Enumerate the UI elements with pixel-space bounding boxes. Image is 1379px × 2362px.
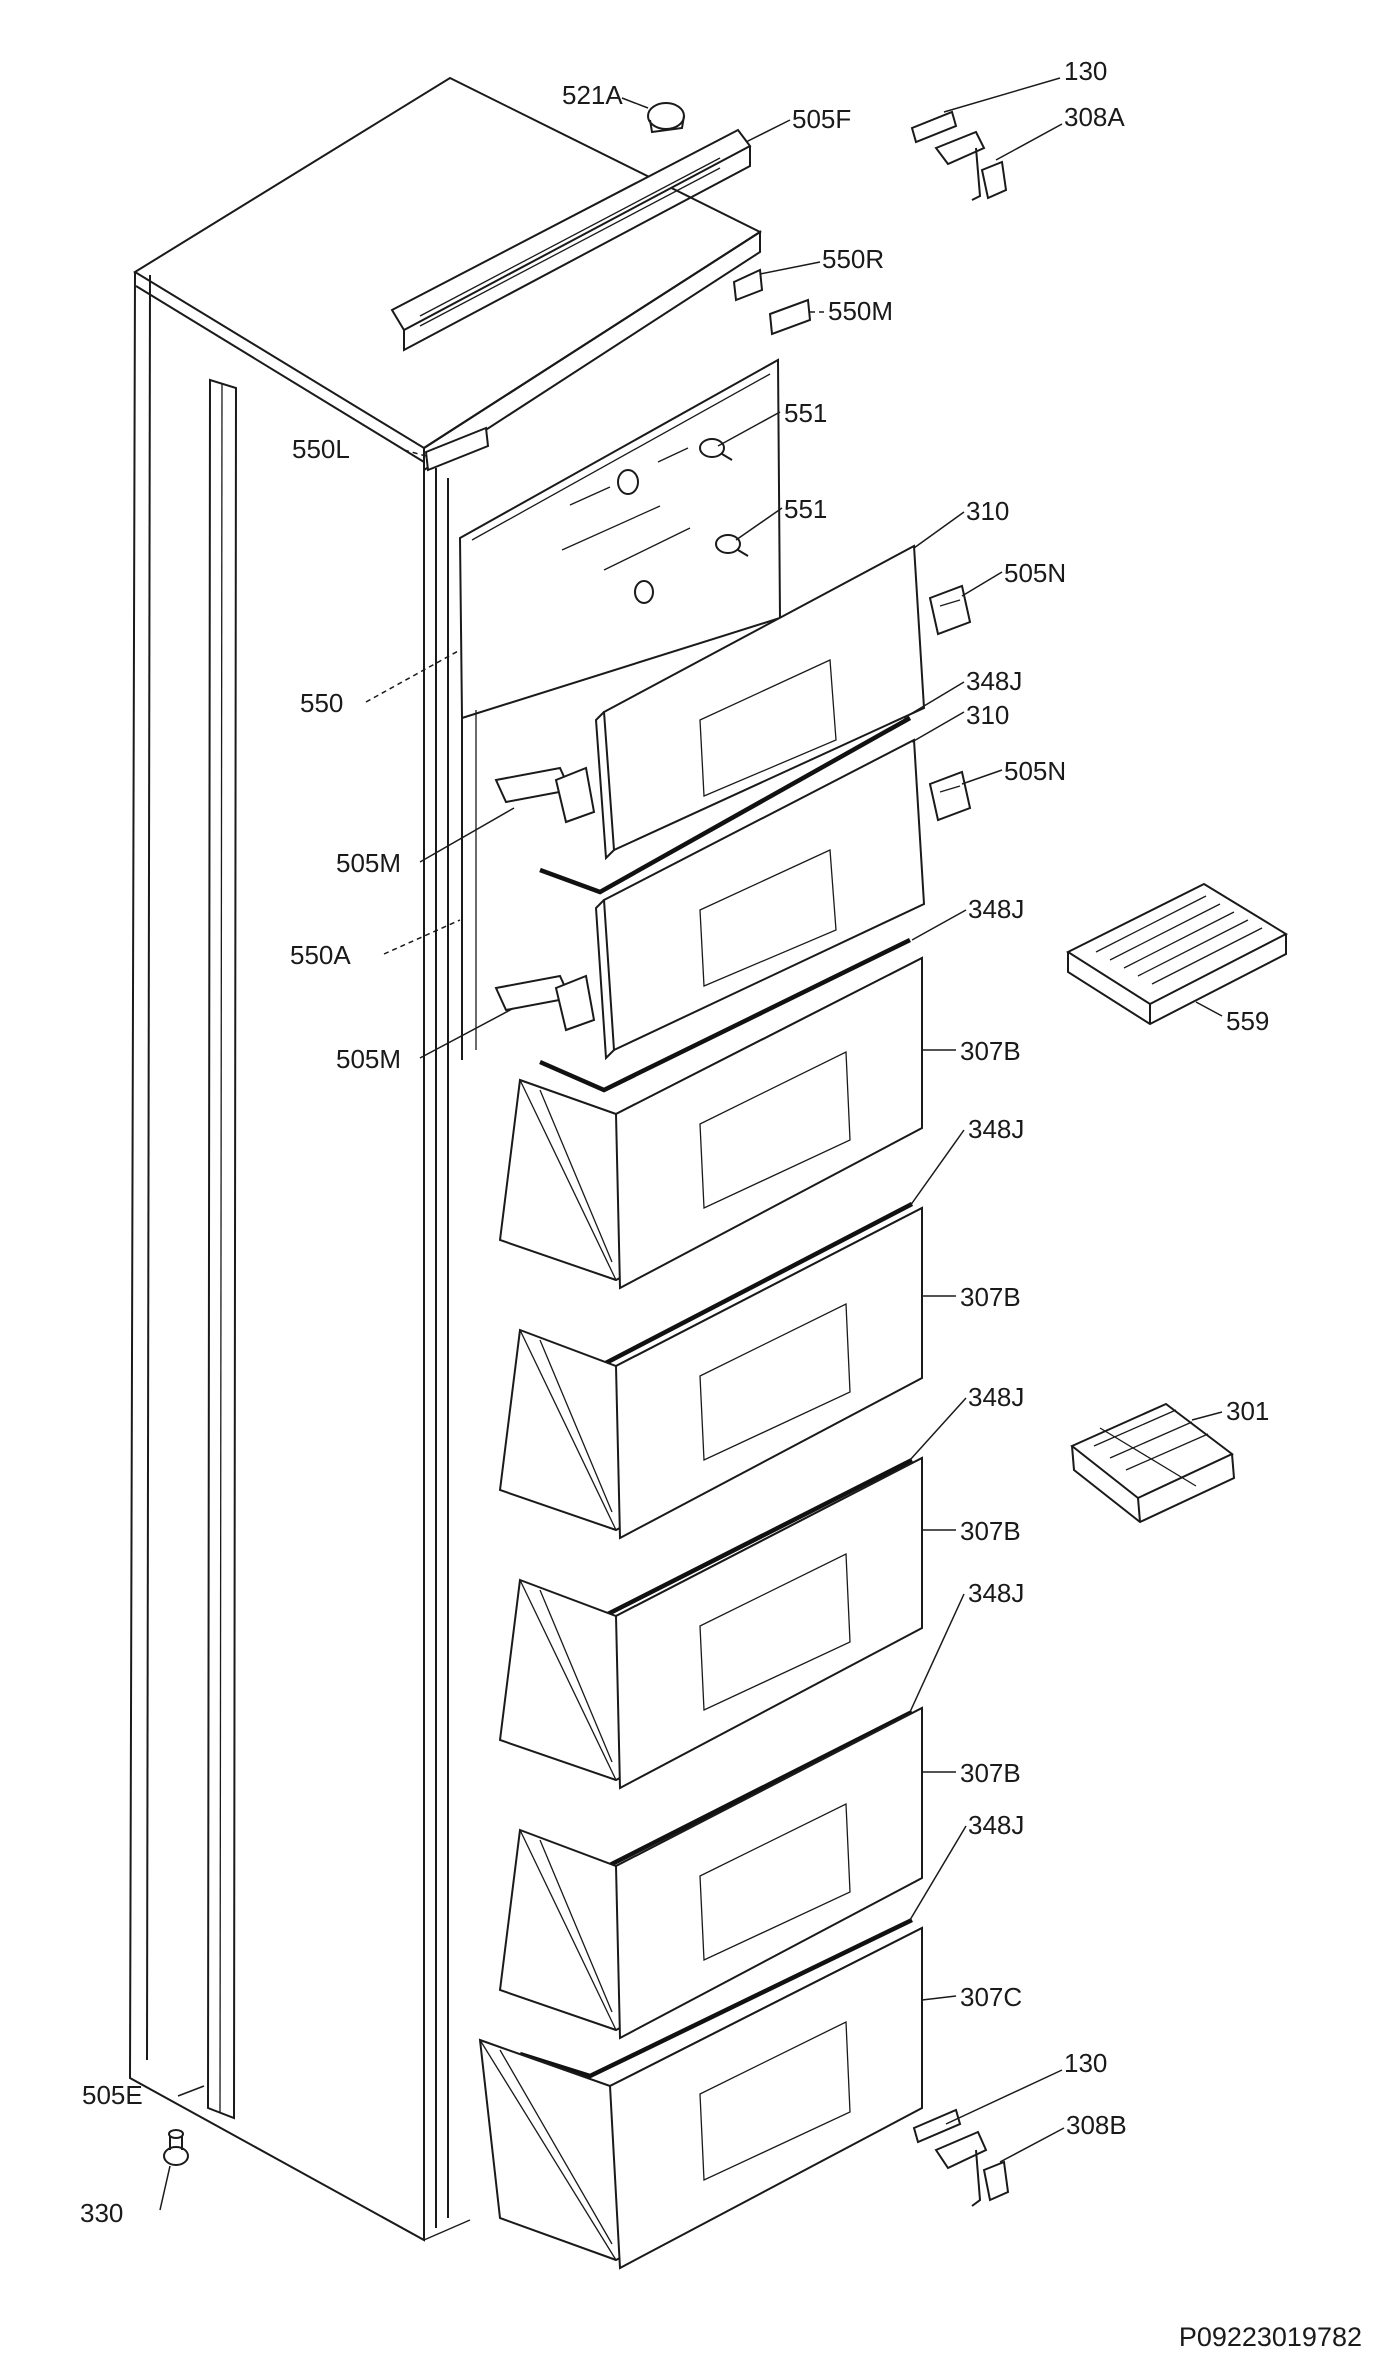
part-521A bbox=[647, 102, 685, 134]
callout-550A: 550A bbox=[290, 940, 351, 970]
callout-550: 550 bbox=[300, 688, 343, 718]
hinge-308B bbox=[934, 2130, 1010, 2207]
callout-505F: 505F bbox=[792, 104, 851, 134]
callout-550R: 550R bbox=[822, 244, 884, 274]
ice-tray-box-559 bbox=[1065, 882, 1289, 1026]
callout-130-top: 130 bbox=[1064, 56, 1107, 86]
flap-door-upper bbox=[594, 544, 926, 861]
callout-308B: 308B bbox=[1066, 2110, 1127, 2140]
callout-301: 301 bbox=[1226, 1396, 1269, 1426]
callout-348J-3: 348J bbox=[968, 1114, 1024, 1144]
callout-551-upper: 551 bbox=[784, 398, 827, 428]
callout-307C: 307C bbox=[960, 1982, 1022, 2012]
callout-505E: 505E bbox=[82, 2080, 143, 2110]
drawer-307B-4 bbox=[498, 1706, 923, 2040]
callout-307B-2: 307B bbox=[960, 1282, 1021, 1312]
diagram-code: P09223019782 bbox=[1179, 2322, 1362, 2352]
callout-310-upper: 310 bbox=[966, 496, 1009, 526]
callout-505N-lower: 505N bbox=[1004, 756, 1066, 786]
drawer-307B-1 bbox=[498, 956, 923, 1290]
screw-551-lower bbox=[715, 534, 749, 557]
door-gasket-strip bbox=[206, 378, 238, 2120]
pad-550R bbox=[732, 268, 764, 302]
pad-550M bbox=[768, 298, 812, 336]
top-rail bbox=[390, 128, 752, 352]
callout-505N-upper: 505N bbox=[1004, 558, 1066, 588]
callout-348J-6: 348J bbox=[968, 1810, 1024, 1840]
callout-505M-upper: 505M bbox=[336, 848, 401, 878]
callout-550L: 550L bbox=[292, 434, 350, 464]
callout-307B-3: 307B bbox=[960, 1516, 1021, 1546]
callout-550M: 550M bbox=[828, 296, 893, 326]
top-cover-plate bbox=[423, 230, 761, 472]
callout-348J-5: 348J bbox=[968, 1578, 1024, 1608]
bracket-505M-lower bbox=[494, 974, 596, 1032]
hinge-308A bbox=[934, 130, 1008, 201]
callout-521A: 521A bbox=[562, 80, 623, 110]
hinge-cover-130-top bbox=[910, 110, 958, 144]
ice-cube-tray-301 bbox=[1070, 1402, 1236, 1524]
callout-348J-1: 348J bbox=[966, 666, 1022, 696]
leader-lines bbox=[159, 77, 1223, 2211]
screw-551-upper bbox=[699, 438, 733, 461]
bracket-505M-upper bbox=[494, 766, 596, 824]
callout-559: 559 bbox=[1226, 1006, 1269, 1036]
hinge-cover-130-bottom bbox=[912, 2108, 962, 2144]
callout-307B-1: 307B bbox=[960, 1036, 1021, 1066]
bracket-505N-lower bbox=[928, 770, 972, 822]
flap-door-lower bbox=[594, 738, 926, 1061]
drawer-307B-2 bbox=[498, 1206, 923, 1540]
callout-505M-lower: 505M bbox=[336, 1044, 401, 1074]
callout-308A: 308A bbox=[1064, 102, 1125, 132]
pad-550L bbox=[424, 426, 490, 472]
callout-307B-4: 307B bbox=[960, 1758, 1021, 1788]
callout-348J-4: 348J bbox=[968, 1382, 1024, 1412]
drawer-307B-3 bbox=[498, 1456, 923, 1790]
callout-330: 330 bbox=[80, 2198, 123, 2228]
callout-labels: 521A 505F 130 308A 550R 550M 550L 551 55… bbox=[80, 56, 1269, 2228]
screw-330 bbox=[163, 2129, 189, 2166]
callout-551-lower: 551 bbox=[784, 494, 827, 524]
drawer-307C bbox=[478, 1926, 923, 2270]
callout-130-bottom: 130 bbox=[1064, 2048, 1107, 2078]
bracket-505N-upper bbox=[928, 584, 972, 636]
callout-310-lower: 310 bbox=[966, 700, 1009, 730]
callout-348J-2: 348J bbox=[968, 894, 1024, 924]
